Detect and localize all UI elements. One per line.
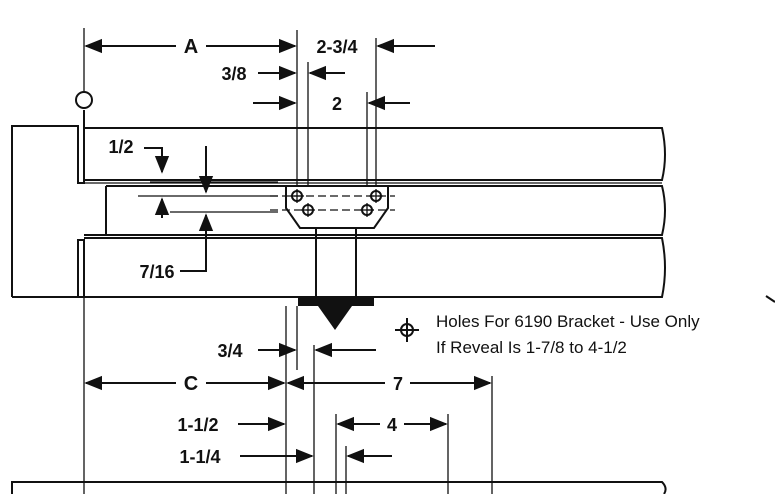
dim-a: A: [84, 36, 297, 58]
dim-2-3-4-label: 2-3/4: [316, 37, 357, 57]
dim-7-16: 7/16: [139, 146, 278, 282]
dim-3-8-label: 3/8: [221, 64, 246, 84]
dim-4: 4: [336, 415, 448, 435]
bracket-plate: [285, 185, 389, 229]
dim-c: C: [84, 373, 286, 395]
header-top: [84, 127, 666, 181]
frame-left-profile: [11, 125, 85, 297]
dim-7-16-label: 7/16: [139, 262, 174, 282]
bracket-pivot-point: [318, 306, 352, 330]
bracket-holes: [270, 189, 395, 217]
dim-c-label: C: [184, 373, 198, 395]
dim-1-2: 1/2: [108, 137, 278, 218]
frame-left-lower: [12, 239, 85, 298]
dim-4-label: 4: [387, 415, 397, 435]
extension-lines: [285, 30, 493, 494]
frame-structure: [11, 28, 667, 494]
pivot-circle: [75, 91, 93, 109]
dim-a-label: A: [184, 36, 198, 58]
hole-legend: Holes For 6190 Bracket - Use Only If Rev…: [395, 312, 700, 357]
dim-1-2-label: 1/2: [108, 137, 133, 157]
dim-7: 7: [286, 374, 492, 394]
dim-2: 2: [253, 94, 410, 114]
dim-3-4: 3/4: [217, 341, 376, 361]
bottom-edge: [11, 481, 667, 494]
bracket-base-plate: [298, 297, 374, 306]
dim-7-label: 7: [393, 374, 403, 394]
dim-1-1-2-label: 1-1/2: [177, 415, 218, 435]
dim-1-1-4-label: 1-1/4: [179, 447, 220, 467]
middle-rail: [84, 185, 666, 236]
bracket: [270, 185, 395, 330]
legend-line-2: If Reveal Is 1-7/8 to 4-1/2: [436, 338, 627, 357]
dim-1-1-2: 1-1/2: [177, 415, 286, 435]
crosshair-hole-icon: [395, 318, 419, 342]
dim-1-1-4: 1-1/4: [179, 447, 392, 467]
dim-3-4-label: 3/4: [217, 341, 242, 361]
dim-2-label: 2: [332, 94, 342, 114]
dim-2-3-4: 2-3/4: [316, 37, 435, 57]
dim-3-8: 3/8: [221, 64, 345, 84]
edge-mark: [765, 295, 775, 303]
lower-rail: [84, 237, 666, 298]
legend-line-1: Holes For 6190 Bracket - Use Only: [436, 312, 700, 331]
